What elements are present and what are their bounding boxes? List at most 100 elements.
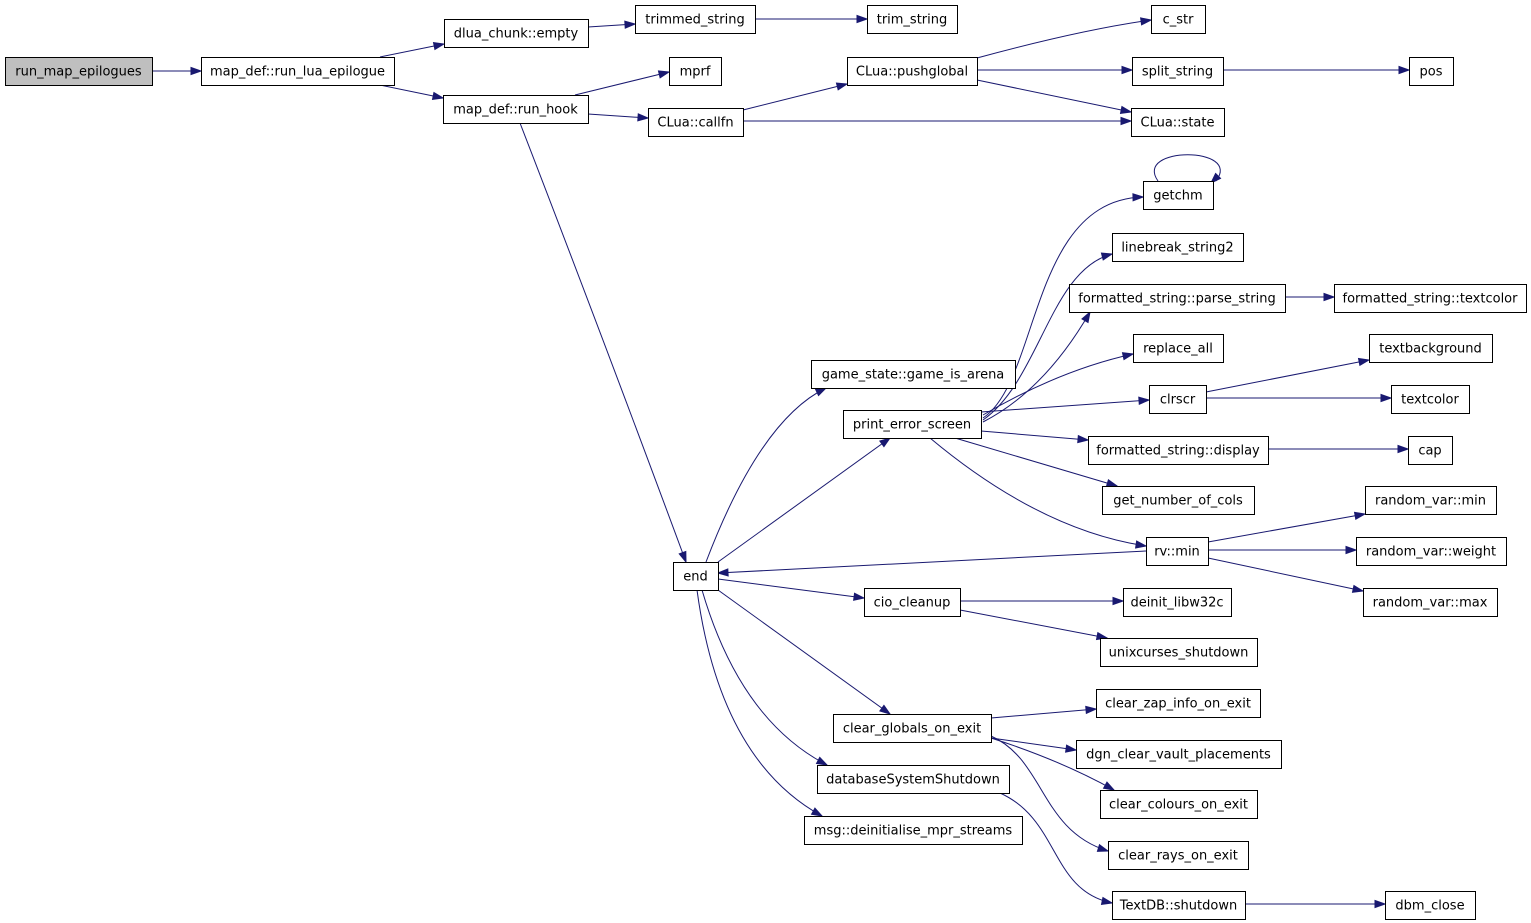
edge-print-error-screen-to-get-number-of-cols-arrowhead	[1105, 478, 1119, 488]
edge-cio-cleanup-to-deinit-libw32c-arrowhead	[1112, 596, 1125, 606]
node-label: dlua_chunk::empty	[454, 27, 579, 42]
node-get-number-of-cols[interactable]: get_number_of_cols	[1102, 486, 1255, 515]
node-trim-string[interactable]: trim_string	[867, 5, 958, 34]
node-box	[669, 57, 722, 86]
node-box	[1369, 334, 1493, 363]
node-box	[1112, 891, 1246, 920]
node-box	[1365, 486, 1497, 515]
node-box	[648, 108, 744, 137]
node-box	[1100, 790, 1258, 819]
node-replace-all[interactable]: replace_all	[1133, 334, 1224, 363]
node-box	[867, 5, 958, 34]
edge-getchm-to-getchm	[1154, 154, 1221, 182]
edge-clear-globals-on-exit-to-clear-zap-info-on-exit-arrowhead	[1085, 705, 1098, 715]
edge-print-error-screen-to-getchm-arrowhead	[1132, 193, 1145, 202]
node-clrscr[interactable]: clrscr	[1149, 385, 1207, 414]
node-label: pos	[1420, 65, 1443, 80]
node-game-is-arena[interactable]: game_state::game_is_arena	[811, 360, 1016, 389]
node-callfn[interactable]: CLua::callfn	[648, 108, 744, 137]
node-box	[1363, 588, 1498, 617]
edge-pushglobal-to-state-arrowhead	[1119, 105, 1133, 114]
edge-end-to-deinitialise-mpr-streams-arrowhead	[810, 807, 824, 817]
node-deinit-libw32c[interactable]: deinit_libw32c	[1123, 588, 1232, 617]
node-box	[1143, 181, 1214, 210]
edge-clear-globals-on-exit-to-dgn-clear-vault-placements	[990, 737, 1077, 751]
node-box	[864, 588, 961, 617]
node-end[interactable]: end	[673, 562, 719, 591]
node-label: CLua::callfn	[657, 116, 733, 131]
edge-print-error-screen-to-linebreak-string2	[982, 253, 1113, 421]
node-label: c_str	[1163, 13, 1195, 28]
node-unixcurses-shutdown[interactable]: unixcurses_shutdown	[1100, 638, 1258, 667]
node-textbackground[interactable]: textbackground	[1369, 334, 1493, 363]
node-label: formatted_string::display	[1096, 444, 1260, 459]
node-state[interactable]: CLua::state	[1131, 108, 1225, 137]
edges-layer	[152, 14, 1411, 909]
edge-end-to-databaseSystemShutdown-arrowhead	[815, 756, 829, 766]
node-linebreak-string2[interactable]: linebreak_string2	[1112, 233, 1244, 262]
edge-run-lua-epilogue-to-dlua-empty	[379, 43, 445, 58]
edge-callfn-to-pushglobal-arrowhead	[835, 82, 849, 91]
node-trimmed-string[interactable]: trimmed_string	[635, 5, 756, 34]
node-parse-string[interactable]: formatted_string::parse_string	[1069, 284, 1286, 313]
node-label: TextDB::shutdown	[1119, 899, 1237, 914]
node-clear-colours-on-exit[interactable]: clear_colours_on_exit	[1100, 790, 1258, 819]
edge-fs-display-to-cap-arrowhead	[1397, 444, 1410, 454]
node-box	[1102, 486, 1255, 515]
edge-parse-string-to-fs-textcolor-arrowhead	[1323, 292, 1336, 302]
node-box	[847, 57, 978, 86]
node-run-hook[interactable]: map_def::run_hook	[443, 95, 589, 124]
node-box	[1133, 334, 1224, 363]
edge-run-lua-epilogue-to-run-hook-arrowhead	[431, 91, 445, 100]
node-c-str[interactable]: c_str	[1151, 5, 1206, 34]
node-label: split_string	[1142, 65, 1213, 80]
node-mprf[interactable]: mprf	[669, 57, 722, 86]
node-dgn-clear-vault-placements[interactable]: dgn_clear_vault_placements	[1076, 740, 1282, 769]
node-run-lua-epilogue[interactable]: map_def::run_lua_epilogue	[201, 57, 395, 86]
node-label: getchm	[1153, 189, 1202, 204]
node-print-error-screen[interactable]: print_error_screen	[843, 410, 982, 439]
node-rv-min[interactable]: rv::min	[1146, 537, 1209, 566]
node-pushglobal[interactable]: CLua::pushglobal	[847, 57, 978, 86]
node-databaseSystemShutdown[interactable]: databaseSystemShutdown	[817, 765, 1010, 794]
node-label: CLua::pushglobal	[856, 65, 968, 80]
node-clear-zap-info-on-exit[interactable]: clear_zap_info_on_exit	[1096, 689, 1261, 718]
node-random-var-max[interactable]: random_var::max	[1363, 588, 1498, 617]
node-label: run_map_epilogues	[15, 65, 142, 80]
edge-print-error-screen-to-parse-string	[982, 311, 1091, 423]
edge-end-to-databaseSystemShutdown	[701, 589, 828, 766]
node-random-var-min[interactable]: random_var::min	[1365, 486, 1497, 515]
node-getchm[interactable]: getchm	[1143, 181, 1214, 210]
node-box	[1149, 385, 1207, 414]
node-textdb-shutdown[interactable]: TextDB::shutdown	[1112, 891, 1246, 920]
edge-print-error-screen-to-replace-all	[982, 353, 1134, 416]
node-pos[interactable]: pos	[1409, 57, 1454, 86]
node-cio-cleanup[interactable]: cio_cleanup	[864, 588, 961, 617]
node-dlua-empty[interactable]: dlua_chunk::empty	[444, 19, 589, 48]
edge-rv-min-to-end	[717, 550, 1147, 574]
edge-print-error-screen-to-getchm	[982, 196, 1144, 419]
node-box	[1408, 436, 1453, 465]
edge-clear-globals-on-exit-to-dgn-clear-vault-placements-arrowhead	[1065, 744, 1078, 753]
node-clear-globals-on-exit[interactable]: clear_globals_on_exit	[833, 714, 992, 743]
node-dbm-close[interactable]: dbm_close	[1385, 891, 1476, 920]
node-deinitialise-mpr-streams[interactable]: msg::deinitialise_mpr_streams	[804, 816, 1023, 845]
node-cap[interactable]: cap	[1408, 436, 1453, 465]
edge-run-lua-epilogue-to-dlua-empty-arrowhead	[432, 41, 446, 51]
edge-clrscr-to-textbackground	[1205, 359, 1370, 393]
node-label: databaseSystemShutdown	[826, 773, 1000, 788]
node-run-map-epilogues[interactable]: run_map_epilogues	[5, 57, 153, 86]
node-label: formatted_string::parse_string	[1078, 292, 1275, 307]
node-label: map_def::run_hook	[453, 103, 578, 118]
node-split-string[interactable]: split_string	[1132, 57, 1224, 86]
edge-print-error-screen-to-clrscr	[980, 399, 1150, 413]
node-box	[1151, 5, 1206, 34]
node-fs-display[interactable]: formatted_string::display	[1088, 436, 1269, 465]
node-label: trim_string	[877, 13, 948, 28]
node-fs-textcolor[interactable]: formatted_string::textcolor	[1334, 284, 1527, 313]
node-clear-rays-on-exit[interactable]: clear_rays_on_exit	[1108, 841, 1249, 870]
node-textcolor[interactable]: textcolor	[1391, 385, 1470, 414]
node-label: mprf	[680, 65, 711, 80]
node-label: random_var::max	[1373, 596, 1488, 611]
node-random-var-weight[interactable]: random_var::weight	[1356, 537, 1507, 566]
